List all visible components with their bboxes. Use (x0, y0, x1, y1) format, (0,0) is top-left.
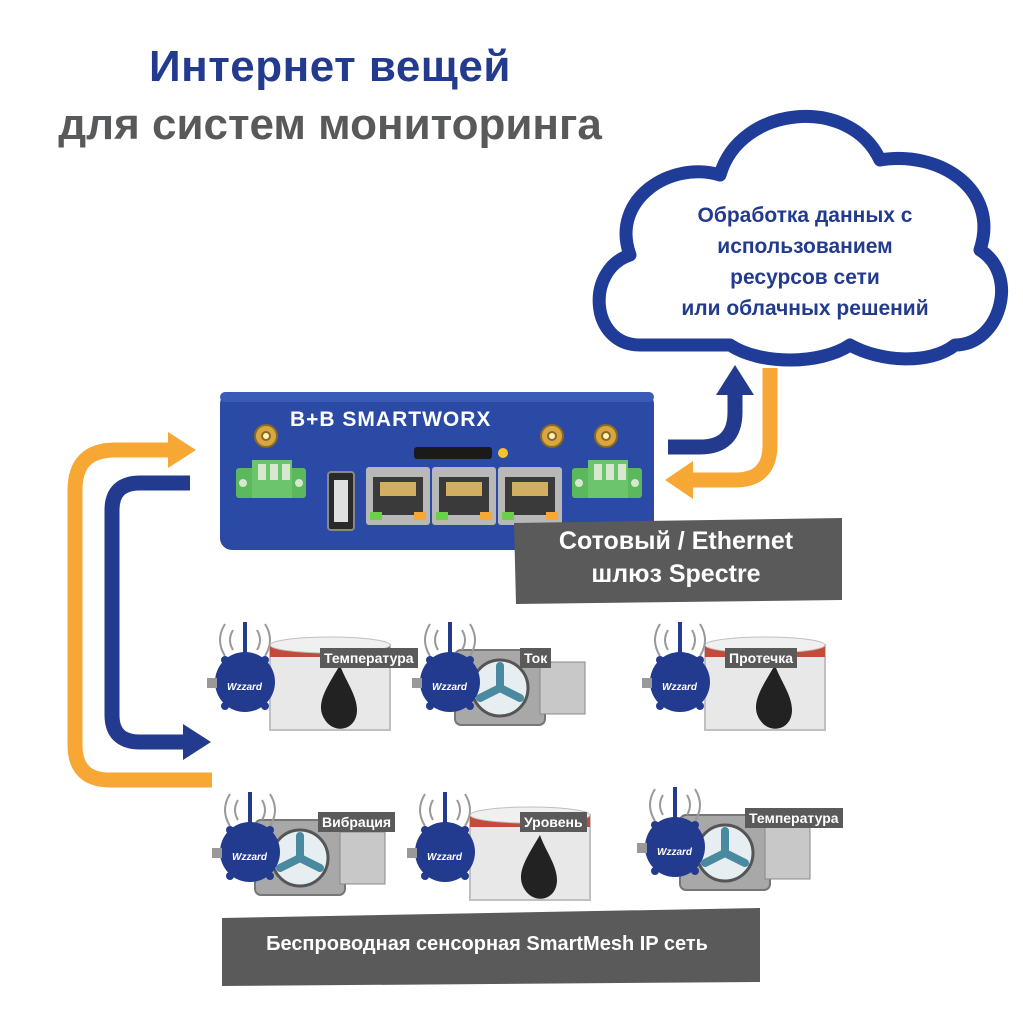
wzzard-node-icon (220, 822, 280, 882)
network-label: Беспроводная сенсорная SmartMesh IP сеть (266, 933, 708, 955)
wireless-waves-icon (419, 793, 471, 827)
wireless-waves-icon (649, 788, 701, 822)
sensor-cluster-4 (212, 792, 386, 896)
gateway-label: Сотовый / Ethernet шлюз Spectre (516, 525, 836, 591)
drop-icon (320, 665, 357, 729)
cloud-shape (592, 110, 1009, 367)
gateway-label-box (514, 518, 842, 604)
fan-blades (476, 662, 524, 702)
sensor-cluster-5 (407, 792, 591, 901)
mesh-loop-arrows (67, 432, 212, 788)
sensor-label: Температура (320, 648, 418, 668)
wireless-waves-icon (654, 623, 706, 657)
wireless-waves-icon (219, 623, 271, 657)
node-mount (421, 826, 429, 834)
gateway-label-line: Сотовый / Ethernet (558, 527, 794, 555)
fan-blades (276, 832, 324, 872)
wireless-waves-icon (424, 623, 476, 657)
node-connector (212, 848, 222, 858)
node-mount (696, 702, 704, 710)
node-connector (637, 843, 647, 853)
node-mount (461, 826, 469, 834)
sensor-label: Вибрация (318, 812, 396, 832)
node-mount (656, 656, 664, 664)
wzzard-brand: Wzzard (232, 852, 267, 863)
node-mount (226, 826, 234, 834)
node-mount (261, 656, 269, 664)
node-mount (266, 826, 274, 834)
gateway-brand-logo: B+B SMARTWORX (290, 408, 492, 431)
node-mount (221, 702, 229, 710)
title-line-2: для систем мониторинга (58, 100, 602, 149)
gateway-device (220, 392, 654, 550)
node-mount (651, 867, 659, 875)
cloud-text-line: Обработка данных с (697, 204, 913, 227)
motor-body (539, 661, 586, 715)
wzzard-node-icon (645, 817, 705, 877)
motor-body (339, 831, 386, 885)
node-mount (421, 872, 429, 880)
sensor-cluster-1 (207, 622, 391, 731)
wzzard-node-icon (215, 652, 275, 712)
wzzard-brand: Wzzard (432, 682, 467, 693)
node-mount (651, 821, 659, 829)
node-connector (407, 848, 417, 858)
sensor-cluster-6 (637, 787, 811, 891)
wzzard-brand: Wzzard (227, 682, 262, 693)
node-mount (466, 702, 474, 710)
node-mount (691, 867, 699, 875)
drop-icon (755, 665, 792, 729)
sensor-cluster-3 (642, 622, 826, 731)
fan-blades (701, 827, 749, 867)
title-line-1: Интернет вещей (149, 42, 511, 91)
network-label-box (222, 908, 760, 986)
node-connector (642, 678, 652, 688)
node-mount (266, 872, 274, 880)
node-mount (226, 872, 234, 880)
sensor-label: Протечка (725, 648, 798, 668)
node-mount (426, 702, 434, 710)
node-connector (207, 678, 217, 688)
wzzard-brand: Wzzard (427, 852, 462, 863)
cloud-text-line: использованием (717, 235, 893, 258)
node-mount (461, 872, 469, 880)
sensor-label: Температура (745, 808, 843, 828)
wzzard-node-icon (415, 822, 475, 882)
node-mount (261, 702, 269, 710)
node-mount (221, 656, 229, 664)
node-mount (696, 656, 704, 664)
cloud-uplink-arrows (665, 365, 778, 499)
wzzard-brand: Wzzard (657, 847, 692, 858)
sensor-cluster-2 (412, 622, 586, 726)
cloud-text: Обработка данных с использованием ресурс… (640, 200, 970, 324)
sensor-label: Ток (520, 648, 552, 668)
wzzard-node-icon (650, 652, 710, 712)
drop-icon (520, 835, 557, 899)
wzzard-node-icon (420, 652, 480, 712)
gateway-label-line: шлюз Spectre (591, 560, 761, 588)
motor-body (764, 826, 811, 880)
cloud-text-line: или облачных решений (681, 297, 929, 320)
node-mount (691, 821, 699, 829)
wzzard-brand: Wzzard (662, 682, 697, 693)
node-mount (656, 702, 664, 710)
node-connector (412, 678, 422, 688)
node-mount (466, 656, 474, 664)
wireless-waves-icon (224, 793, 276, 827)
cloud-text-line: ресурсов сети (730, 266, 880, 289)
node-mount (426, 656, 434, 664)
sensor-label: Уровень (520, 812, 587, 832)
